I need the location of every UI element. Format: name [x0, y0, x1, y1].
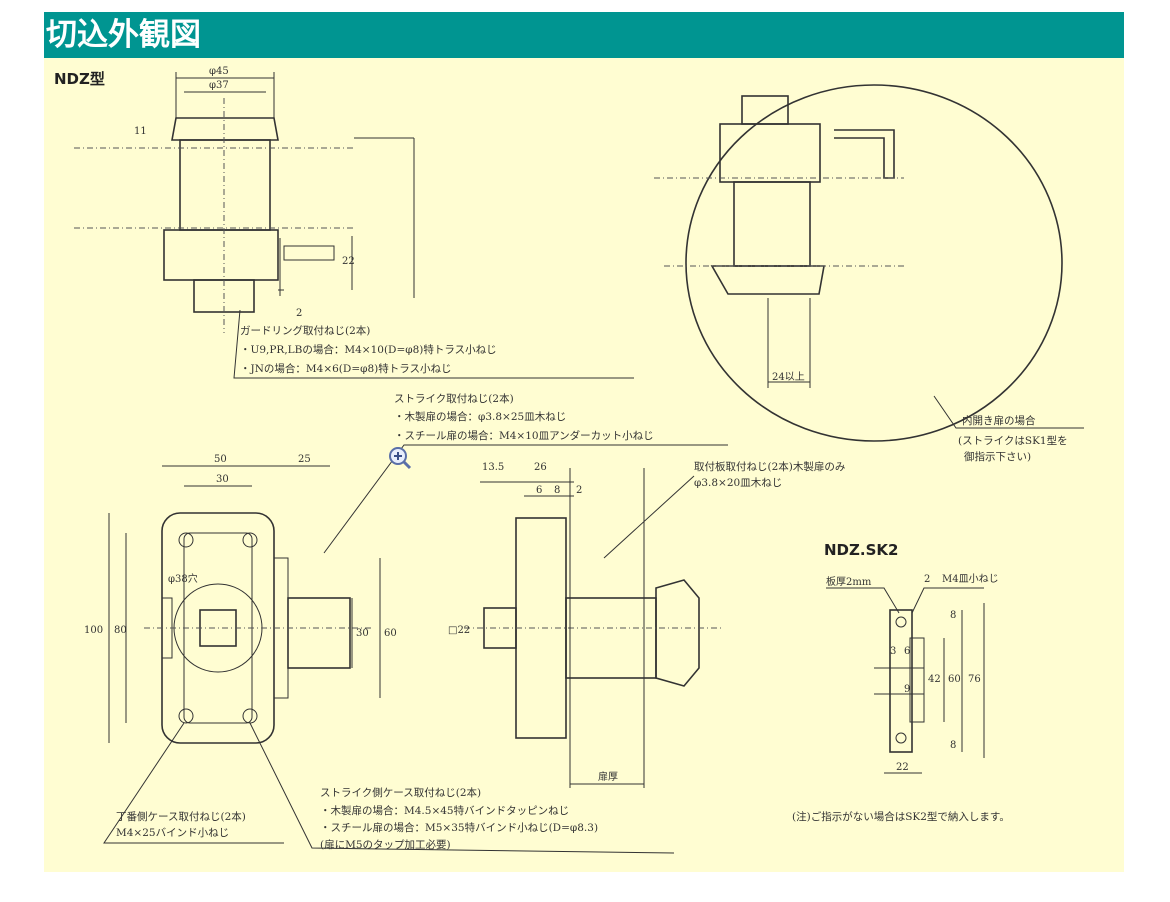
- note-line: φ3.8×20皿木ねじ: [694, 477, 782, 489]
- technical-drawing: NDZ型 NDZ.SK2 φ45 φ37 11 22 2 24以: [54, 66, 1084, 854]
- note-line: 御指示下さい): [964, 450, 1031, 463]
- note-line: (ストライクはSK1型を: [958, 434, 1068, 447]
- sk2-strike-drawing: 板厚2mm 2 M4皿小ねじ 8 3 6 9 42 60 76 8 22: [826, 573, 999, 774]
- note-line: (扉にM5のタップ加工必要): [320, 838, 451, 851]
- note-line: M4×25バインド小ねじ: [116, 827, 229, 839]
- dim-side-2: 6: [536, 485, 542, 496]
- dim-side-0: 13.5: [482, 462, 504, 473]
- note-line: 丁番側ケース取付ねじ(2本): [116, 810, 246, 823]
- zoom-in-icon[interactable]: [388, 446, 412, 470]
- dim-top-4: 2: [296, 308, 302, 319]
- dim-side-5: □22: [448, 625, 470, 636]
- note-line: ・JNの場合：M4×6(D=φ8)特トラス小ねじ: [240, 362, 452, 375]
- dim-sk2-6: 9: [904, 684, 910, 695]
- section-title: 切込外観図: [44, 12, 1124, 58]
- dim-sk2-1: 2: [924, 574, 930, 585]
- dim-front-2: 30: [216, 474, 229, 485]
- dim-sk2-4: 3: [890, 646, 896, 657]
- dim-front-5: 80: [114, 625, 127, 636]
- note-guard-ring: ガードリング取付ねじ(2本) ・U9,PR,LBの場合：M4×10(D=φ8)特…: [233, 309, 634, 379]
- note-strike-case: ストライク側ケース取付ねじ(2本) ・木製扉の場合：M4.5×45特バインドタッ…: [249, 722, 675, 854]
- dim-front-7: 60: [384, 628, 397, 639]
- dim-top-0: φ45: [209, 66, 229, 77]
- dim-sk2-3: 8: [950, 610, 956, 621]
- dim-top-1: φ37: [209, 80, 229, 91]
- dim-sk2-5: 6: [904, 646, 910, 657]
- dim-front-6: 30: [356, 628, 369, 639]
- dim-front-4: 100: [84, 625, 103, 636]
- inward-door-inset: 24以上: [654, 84, 1084, 442]
- note-line: ストライク側ケース取付ねじ(2本): [320, 786, 481, 799]
- dim-side-6: 扉厚: [598, 770, 618, 783]
- dim-front-1: 25: [298, 454, 311, 465]
- note-line: 内開き扉の場合: [962, 414, 1036, 427]
- note-strike-screw: ストライク取付ねじ(2本) ・木製扉の場合：φ3.8×25皿木ねじ ・スチール扉…: [323, 392, 728, 554]
- footnote: (注)ご指示がない場合はSK2型で納入します。: [792, 810, 1010, 823]
- dim-sk2-10: 8: [950, 740, 956, 751]
- ndz-label: NDZ型: [54, 70, 105, 88]
- note-line: ・スチール扉の場合：M5×35特バインド小ねじ(D=φ8.3): [320, 821, 598, 834]
- dim-sk2-7: 42: [928, 674, 941, 685]
- dim-side-4: 2: [576, 485, 582, 496]
- note-line: ・木製扉の場合：M4.5×45特バインドタッピンねじ: [320, 804, 569, 817]
- dim-sk2-11: 22: [896, 762, 909, 773]
- dim-side-1: 26: [534, 462, 547, 473]
- dim-top-3: 22: [342, 256, 355, 267]
- note-mount-plate: 取付板取付ねじ(2本)木製扉のみ φ3.8×20皿木ねじ: [603, 460, 845, 559]
- sk2-label: NDZ.SK2: [824, 541, 898, 559]
- note-line: ・U9,PR,LBの場合：M4×10(D=φ8)特トラス小ねじ: [240, 343, 497, 356]
- note-line: 取付板取付ねじ(2本)木製扉のみ: [694, 460, 845, 473]
- dim-top-2: 11: [134, 126, 147, 137]
- note-inward-door: 内開き扉の場合 (ストライクはSK1型を 御指示下さい): [958, 414, 1068, 463]
- note-line: ストライク取付ねじ(2本): [394, 392, 514, 405]
- drawing-panel: NDZ型 NDZ.SK2 φ45 φ37 11 22 2 24以: [44, 58, 1124, 872]
- dim-sk2-0: 板厚2mm: [826, 575, 872, 588]
- dim-side-3: 8: [554, 485, 560, 496]
- note-hinge-case: 丁番側ケース取付ねじ(2本) M4×25バインド小ねじ: [103, 722, 284, 844]
- note-line: ・木製扉の場合：φ3.8×25皿木ねじ: [394, 410, 566, 423]
- dim-sk2-9: 76: [968, 674, 981, 685]
- front-view-drawing: 50 25 30 φ38穴 100 80 30 60: [84, 454, 397, 744]
- dim-inset-0: 24以上: [772, 371, 805, 383]
- dim-front-0: 50: [214, 454, 227, 465]
- dim-sk2-8: 60: [948, 674, 961, 685]
- top-view-drawing: φ45 φ37 11 22 2: [74, 66, 415, 333]
- dim-front-3: φ38穴: [168, 572, 198, 585]
- note-line: ガードリング取付ねじ(2本): [240, 324, 370, 337]
- note-line: ・スチール扉の場合：M4×10皿アンダーカット小ねじ: [394, 429, 654, 442]
- dim-sk2-2: M4皿小ねじ: [942, 573, 999, 585]
- side-view-drawing: 13.5 26 6 8 2 □22 扉厚: [448, 462, 724, 788]
